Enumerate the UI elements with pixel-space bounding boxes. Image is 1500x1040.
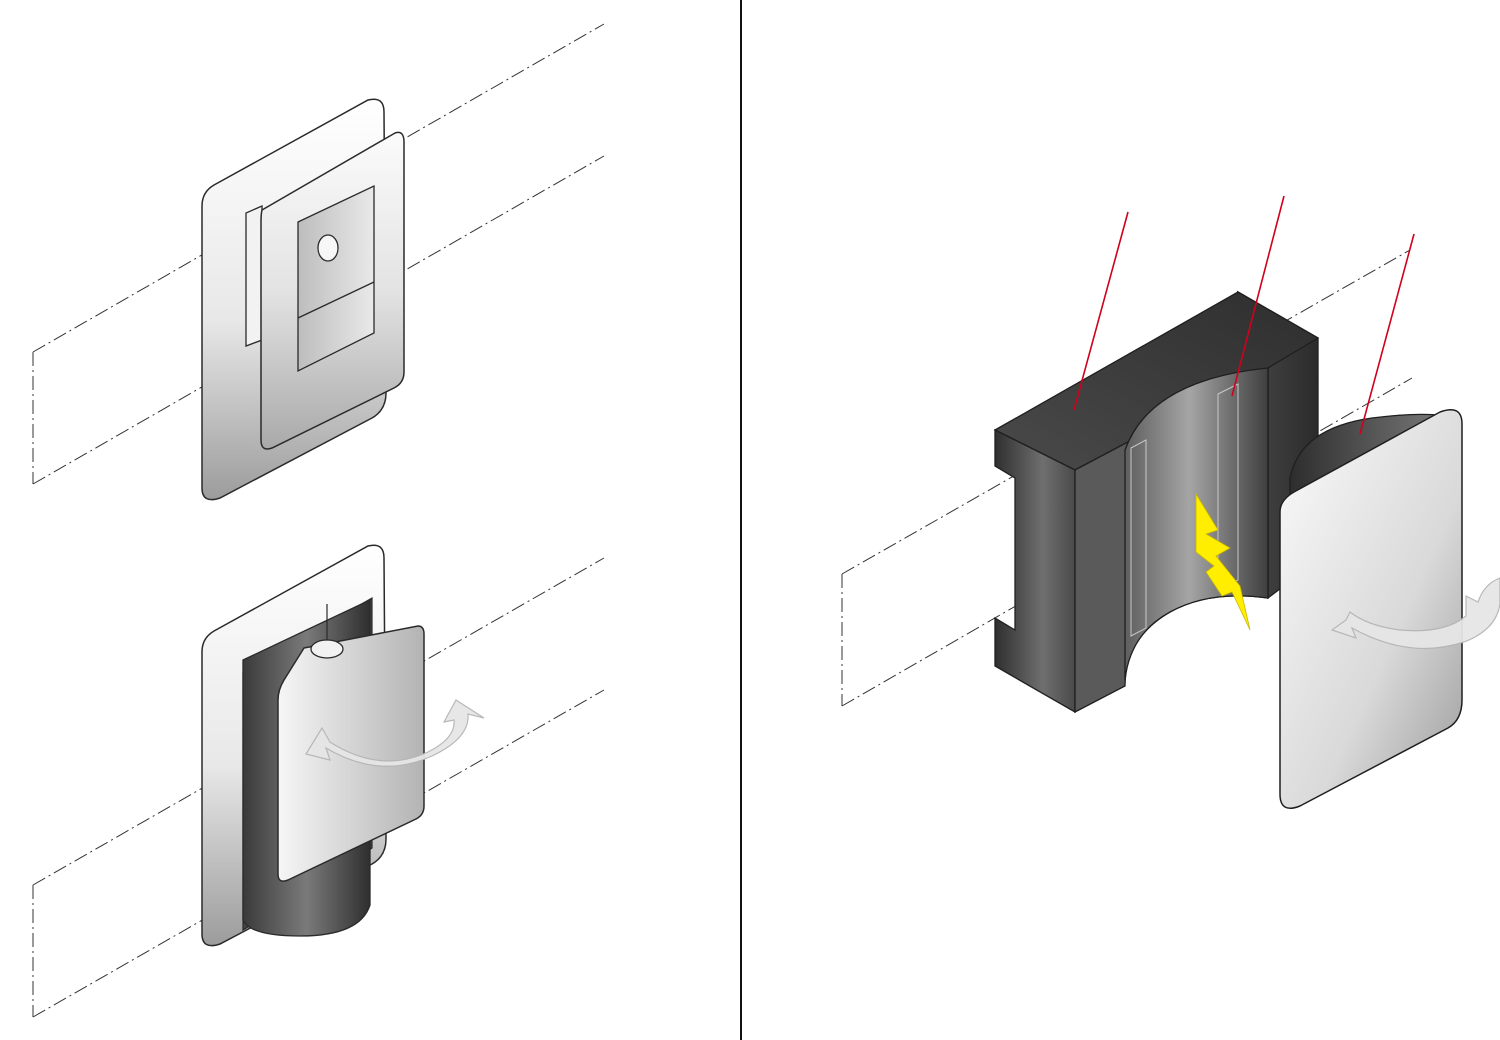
plate-assembly-rotated: [32, 544, 605, 1018]
magnet-core: [993, 290, 1320, 714]
plate-tab: [245, 205, 263, 347]
rotating-armature: [1279, 409, 1500, 809]
rotation-arrow-icon: [305, 699, 485, 767]
pin-head-icon: [310, 639, 344, 659]
leader-line-core: [1073, 211, 1129, 411]
plate-window: [297, 184, 375, 373]
armature-plate: [1279, 409, 1463, 809]
pivot-hole-icon: [317, 234, 339, 262]
spark-icon: [1195, 492, 1251, 631]
magnet-assembly: [841, 195, 1500, 809]
leader-line-armature: [1359, 233, 1415, 435]
centerline-plane-top: [32, 23, 605, 485]
centerline-plane-bottom: [32, 557, 605, 1018]
leader-line-bore: [1231, 195, 1285, 397]
armature-rotation-arrow-icon: [1330, 577, 1500, 650]
callout-leaders: [1073, 195, 1415, 435]
centerline-plane-right: [841, 249, 1413, 707]
plate-assembly-front: [32, 23, 605, 501]
